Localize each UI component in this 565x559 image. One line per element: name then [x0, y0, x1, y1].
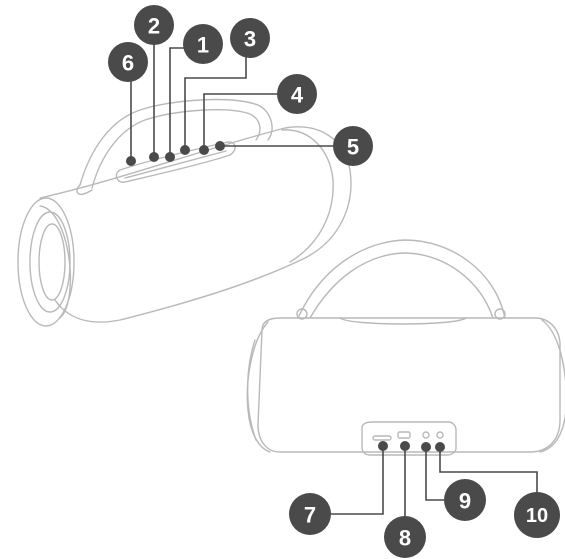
callout-6: 6 — [108, 42, 148, 82]
leader-10 — [439, 447, 538, 496]
callout-9: 9 — [444, 479, 486, 521]
callout-4-label: 4 — [291, 83, 304, 108]
leader-7 — [330, 446, 384, 515]
speaker-handle-top — [79, 98, 273, 186]
callout-5: 5 — [333, 126, 373, 166]
callout-9-label: 9 — [459, 489, 471, 514]
speaker-handle-rear — [297, 239, 506, 319]
callout-4: 4 — [277, 74, 317, 114]
callout-2: 2 — [134, 5, 174, 45]
callout-8-label: 8 — [399, 526, 411, 551]
leader-1 — [169, 47, 190, 157]
callout-7-label: 7 — [304, 503, 316, 528]
leader-4 — [203, 93, 280, 150]
callout-5-label: 5 — [347, 135, 359, 160]
leader-9 — [425, 447, 445, 501]
speaker-body-rear — [257, 317, 561, 453]
callout-6-label: 6 — [122, 51, 134, 76]
speaker-end-cap — [17, 197, 75, 327]
callout-3-label: 3 — [244, 27, 256, 52]
leader-3 — [184, 52, 247, 150]
callout-3: 3 — [230, 18, 270, 58]
speaker-body-top — [39, 126, 352, 323]
callout-7: 7 — [289, 493, 331, 535]
callout-1: 1 — [183, 24, 223, 64]
callout-2-label: 2 — [148, 14, 160, 39]
callout-10-label: 10 — [526, 505, 548, 527]
callout-10: 10 — [514, 492, 560, 538]
speaker-rear-view — [246, 239, 565, 456]
callout-8: 8 — [384, 516, 426, 558]
port-panel — [361, 421, 457, 456]
callout-1-label: 1 — [197, 33, 209, 58]
